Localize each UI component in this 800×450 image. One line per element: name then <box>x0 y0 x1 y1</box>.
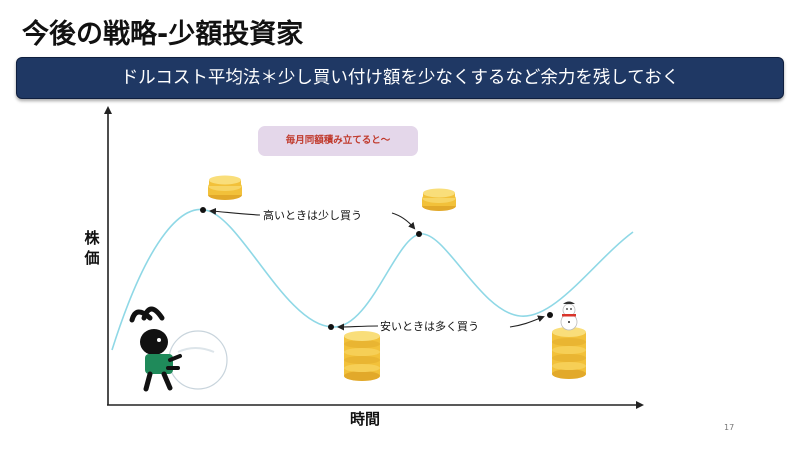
purchase-point-low-1 <box>328 324 334 330</box>
annotation-buy-little-when-high: 高いときは少し買う <box>263 209 362 222</box>
coin-stack-icon <box>344 331 380 381</box>
purchase-point-high-1 <box>200 207 206 213</box>
coin-stack-icon <box>422 188 456 211</box>
arrow-high-left <box>209 207 261 216</box>
annotation-buy-more-when-low: 安いときは多く買う <box>380 320 479 333</box>
price-curve <box>111 208 634 351</box>
rabbit-pushing-snowball-icon <box>129 306 228 392</box>
y-axis-label: 株価 <box>84 229 100 267</box>
purchase-point-high-2 <box>416 231 422 237</box>
coin-stack-icon <box>208 175 242 200</box>
slide-title: 今後の戦略-少額投資家 <box>22 19 304 50</box>
strategy-banner: ドルコスト平均法＊少し買い付け額を少なくするなど余力を残しておく <box>16 57 784 99</box>
arrow-low-left <box>337 323 379 331</box>
coin-stack-icon <box>552 327 586 379</box>
callout-bubble: 毎月同額積み立てると～ <box>258 126 418 156</box>
snowman-icon <box>560 301 578 331</box>
arrow-low-right <box>509 315 545 328</box>
purchase-point-low-2 <box>547 312 553 318</box>
arrow-high-right <box>391 212 416 230</box>
page-number: 17 <box>724 423 735 432</box>
x-axis-label: 時間 <box>349 410 380 428</box>
